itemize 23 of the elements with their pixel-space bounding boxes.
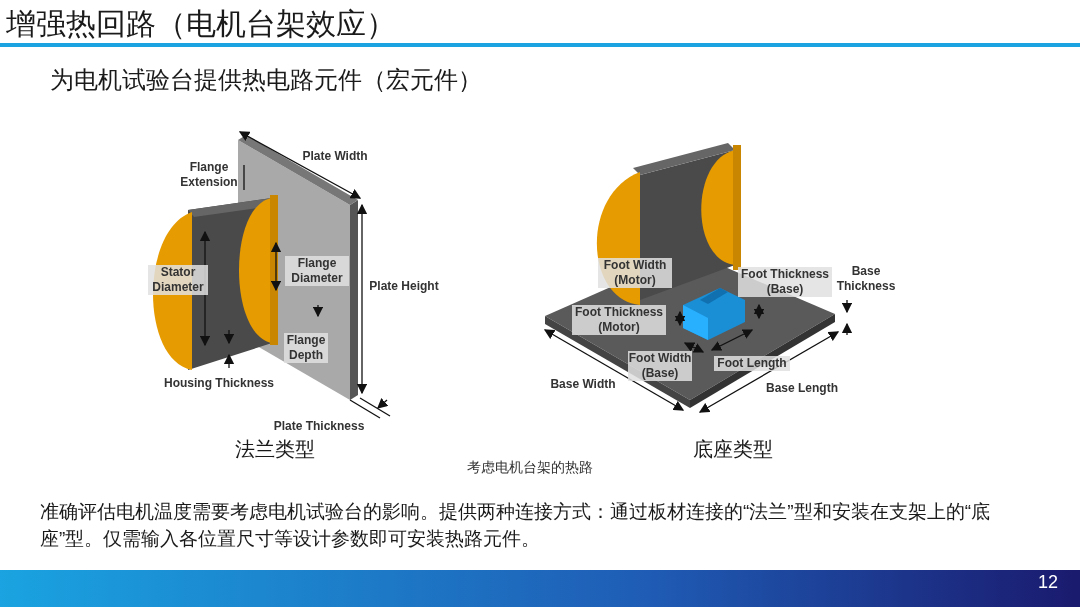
dimension-label: Flange Depth [284, 333, 328, 363]
dimension-label: Plate Width [301, 149, 369, 164]
dimension-label: Stator Diameter [148, 265, 208, 295]
subtitle: 为电机试验台提供热电路元件（宏元件） [50, 65, 482, 95]
dimension-label: Foot Width (Base) [628, 351, 692, 381]
slide-title: 增强热回路（电机台架效应） [6, 6, 396, 42]
dimension-label: Flange Diameter [285, 256, 349, 286]
figure-label: 法兰类型 [234, 437, 316, 462]
figure-caption: 考虑电机台架的热路 [466, 459, 594, 477]
dimension-label: Foot Thickness (Motor) [572, 305, 666, 335]
dimension-label: Plate Thickness [272, 419, 366, 434]
dimension-label: Foot Width (Motor) [598, 258, 672, 288]
description-paragraph: 准确评估电机温度需要考虑电机试验台的影响。提供两种连接方式：通过板材连接的“法兰”型和安装在支架上的“底座”型。仅需输入各位置尺寸等设计参数即可安装热路元件。 [40, 500, 991, 551]
dimension-label: Base Length [765, 381, 839, 396]
page-number: 12 [1037, 574, 1059, 590]
dimension-label: Plate Height [368, 279, 440, 294]
dimension-label: Housing Thickness [163, 376, 275, 391]
dimension-label: Flange Extension [179, 160, 239, 190]
dimension-label: Base Thickness [835, 264, 897, 294]
figure-label: 底座类型 [692, 437, 774, 462]
dimension-label: Foot Length [714, 356, 790, 371]
dimension-label: Foot Thickness (Base) [738, 267, 832, 297]
dimension-label: Base Width [549, 377, 617, 392]
